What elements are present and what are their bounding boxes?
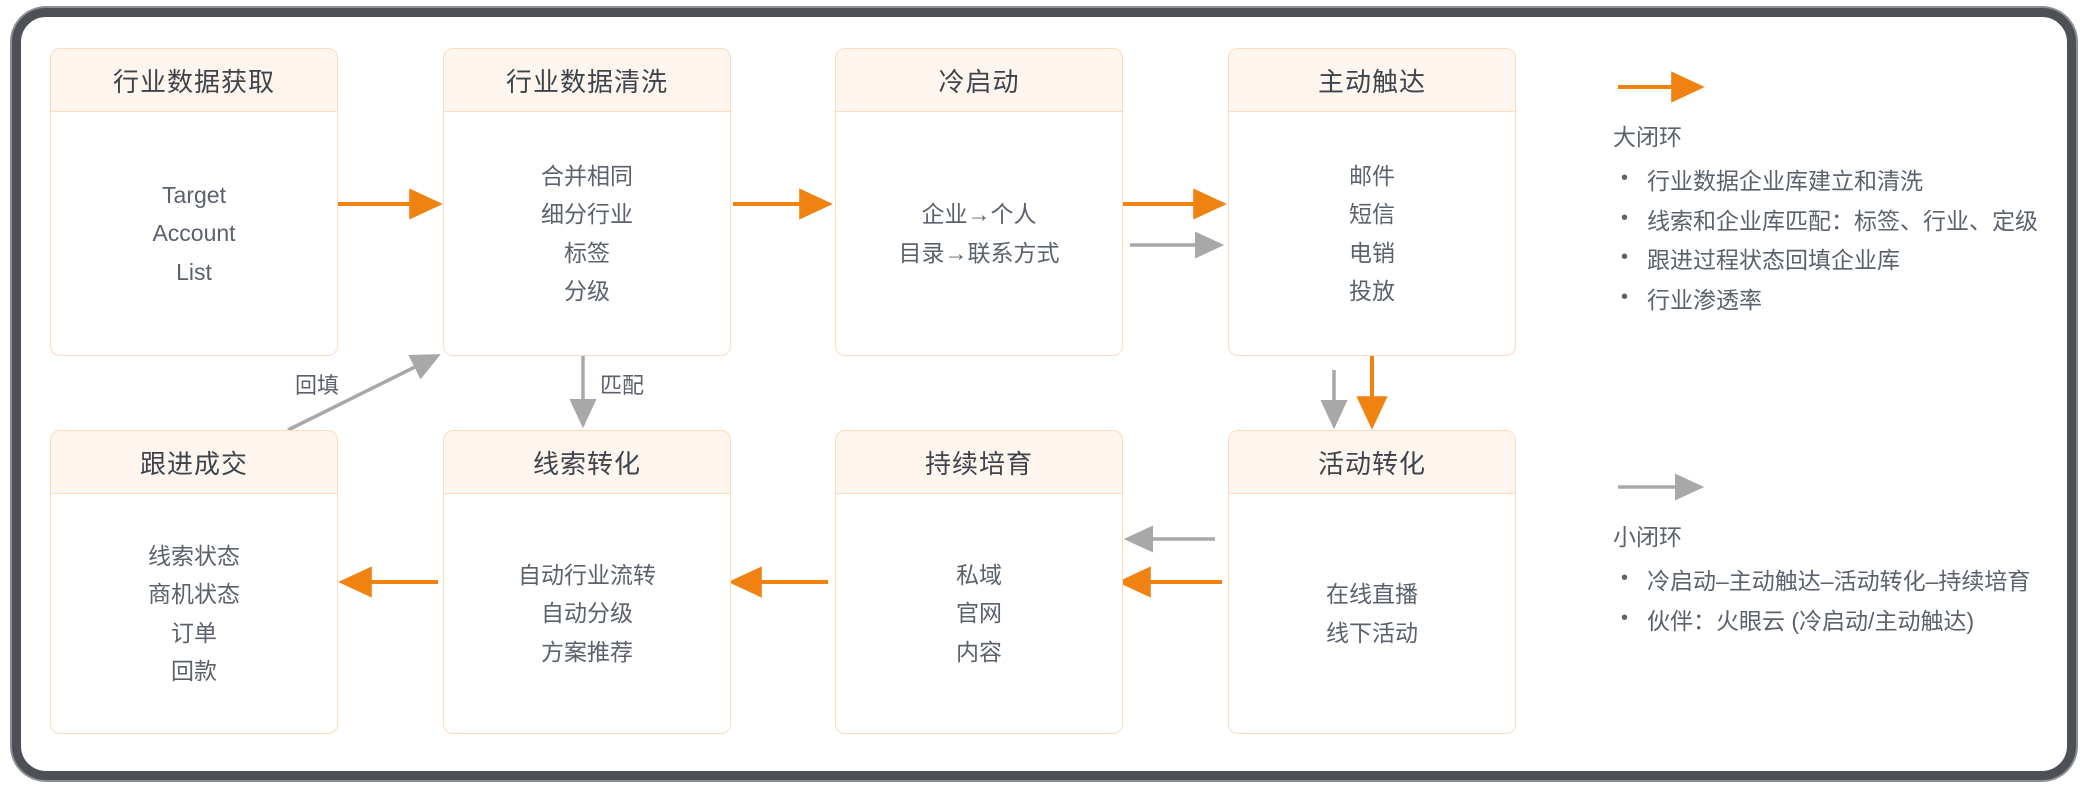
node-line: 私域 [956, 561, 1002, 588]
node-line: 内容 [956, 638, 1002, 665]
node-body: 线索状态 商机状态 订单 回款 [51, 494, 337, 733]
node-line: 标签 [564, 239, 610, 266]
legend-items: 行业数据企业库建立和清洗 线索和企业库匹配：标签、行业、定级 跟进过程状态回填企… [1613, 161, 2038, 321]
node-active-reach[interactable]: 主动触达 邮件 短信 电销 投放 [1228, 48, 1516, 356]
node-cold-start[interactable]: 冷启动 企业→个人 目录→联系方式 [835, 48, 1123, 356]
node-line: 短信 [1349, 201, 1395, 228]
node-title: 活动转化 [1229, 431, 1515, 494]
node-continuous-nurturing[interactable]: 持续培育 私域 官网 内容 [835, 430, 1123, 734]
legend-small-loop: 小闭环 冷启动–主动触达–活动转化–持续培育 伙伴：火眼云 (冷启动/主动触达) [1613, 518, 2030, 641]
legend-item: 冷启动–主动触达–活动转化–持续培育 [1613, 561, 2030, 602]
node-title: 线索转化 [444, 431, 730, 494]
legend-big-loop: 大闭环 行业数据企业库建立和清洗 线索和企业库匹配：标签、行业、定级 跟进过程状… [1613, 118, 2038, 320]
legend-item: 行业数据企业库建立和清洗 [1613, 161, 2038, 202]
node-line: 官网 [956, 600, 1002, 627]
node-line: 电销 [1349, 239, 1395, 266]
node-body: Target Account List [51, 112, 337, 355]
node-body: 在线直播 线下活动 [1229, 494, 1515, 733]
node-follow-up-deal[interactable]: 跟进成交 线索状态 商机状态 订单 回款 [50, 430, 338, 734]
node-line: Target [162, 181, 226, 208]
node-line: 回款 [171, 657, 217, 684]
node-line: 目录→联系方式 [898, 239, 1060, 266]
node-line: 邮件 [1349, 162, 1395, 189]
node-line: 在线直播 [1326, 581, 1418, 608]
node-line: 线索状态 [148, 542, 240, 569]
node-title: 行业数据获取 [51, 49, 337, 112]
node-industry-data-acquisition[interactable]: 行业数据获取 Target Account List [50, 48, 338, 356]
legend-title: 小闭环 [1613, 524, 1682, 550]
node-line: 自动分级 [541, 600, 633, 627]
node-title: 冷启动 [836, 49, 1122, 112]
node-title: 持续培育 [836, 431, 1122, 494]
node-event-conversion[interactable]: 活动转化 在线直播 线下活动 [1228, 430, 1516, 734]
node-line: Account [152, 220, 236, 247]
legend-item: 行业渗透率 [1613, 280, 2038, 321]
node-body: 邮件 短信 电销 投放 [1229, 112, 1515, 355]
legend-items: 冷启动–主动触达–活动转化–持续培育 伙伴：火眼云 (冷启动/主动触达) [1613, 561, 2030, 642]
node-title: 跟进成交 [51, 431, 337, 494]
legend-item: 线索和企业库匹配：标签、行业、定级 [1613, 201, 2038, 242]
node-body: 合并相同 细分行业 标签 分级 [444, 112, 730, 355]
node-line: 商机状态 [148, 581, 240, 608]
node-title: 行业数据清洗 [444, 49, 730, 112]
node-line: 自动行业流转 [518, 561, 656, 588]
edge-label-match: 匹配 [600, 373, 645, 398]
node-line: 线下活动 [1326, 619, 1418, 646]
node-line: 订单 [171, 619, 217, 646]
node-body: 企业→个人 目录→联系方式 [836, 112, 1122, 355]
legend-item: 伙伴：火眼云 (冷启动/主动触达) [1613, 601, 2030, 642]
node-line: 企业→个人 [921, 201, 1037, 228]
legend-title: 大闭环 [1613, 124, 1682, 150]
node-line: 方案推荐 [541, 638, 633, 665]
node-line: List [176, 258, 212, 285]
node-line: 合并相同 [541, 162, 633, 189]
legend-item: 跟进过程状态回填企业库 [1613, 240, 2038, 281]
node-title: 主动触达 [1229, 49, 1515, 112]
edge-label-backfill: 回填 [295, 373, 340, 398]
node-line: 分级 [564, 277, 610, 304]
node-line: 投放 [1349, 277, 1395, 304]
node-line: 细分行业 [541, 201, 633, 228]
node-body: 私域 官网 内容 [836, 494, 1122, 733]
node-industry-data-cleaning[interactable]: 行业数据清洗 合并相同 细分行业 标签 分级 [443, 48, 731, 356]
node-body: 自动行业流转 自动分级 方案推荐 [444, 494, 730, 733]
node-lead-conversion[interactable]: 线索转化 自动行业流转 自动分级 方案推荐 [443, 430, 731, 734]
